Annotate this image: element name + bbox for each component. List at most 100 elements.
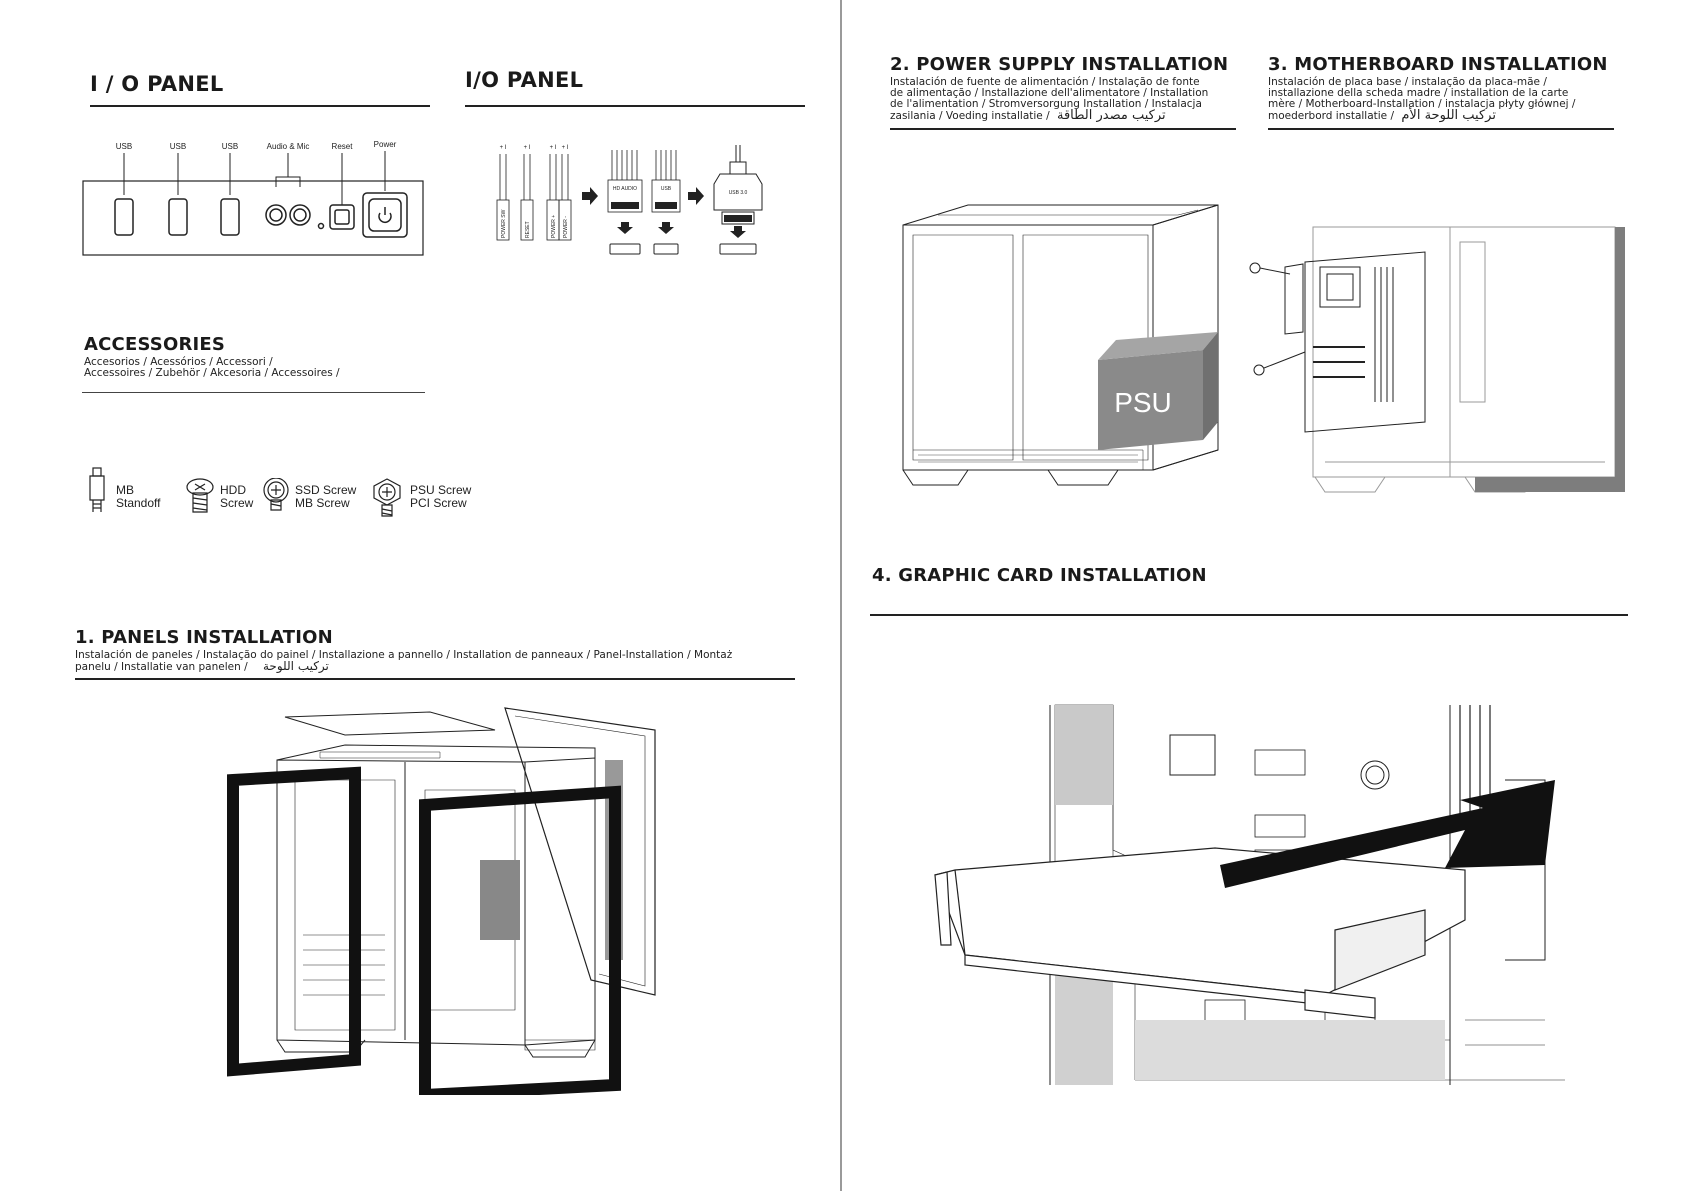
motherboard-subtitle-2: installazione della scheda madre / insta… bbox=[1268, 87, 1569, 99]
case-back-panel bbox=[1475, 227, 1625, 492]
accessories-subtitle-1: Accesorios / Acessórios / Accessori / bbox=[84, 356, 273, 368]
port-label-audio-mic: Audio & Mic bbox=[267, 142, 310, 151]
reset-connector bbox=[520, 199, 534, 241]
panels-installation-diagram bbox=[227, 707, 656, 1095]
usb-port-2 bbox=[168, 198, 188, 236]
power-supply-arabic: تركيب مصدر الطاقة bbox=[1056, 108, 1166, 123]
motherboard bbox=[1284, 251, 1426, 433]
header-label-usb: USB bbox=[661, 186, 672, 192]
down-arrow-icon bbox=[730, 226, 746, 238]
cable-label-power-minus: POWER - bbox=[563, 216, 569, 238]
motherboard-subtitle-1: Instalación de placa base / instalação d… bbox=[1268, 76, 1547, 88]
port-label-reset: Reset bbox=[332, 142, 354, 151]
motherboard-installation-diagram bbox=[1249, 226, 1625, 493]
panels-installation-rule bbox=[75, 678, 795, 680]
pin-label-3: + I bbox=[550, 145, 557, 151]
panels-installation-title: 1. PANELS INSTALLATION bbox=[75, 627, 333, 648]
usb3-plug bbox=[721, 211, 755, 225]
pin-label-4: + I bbox=[562, 145, 569, 151]
psu-label: PSU bbox=[1114, 387, 1172, 418]
accessory-label-line: HDD bbox=[220, 483, 246, 497]
motherboard-subtitle-4: moederbord installatie / تركيب اللوحة ال… bbox=[1268, 108, 1496, 123]
power-minus-connector bbox=[558, 199, 572, 241]
motherboard-subtitle-3: mère / Motherboard-Installation / instal… bbox=[1268, 98, 1576, 110]
hdd-screw-icon bbox=[186, 478, 214, 513]
io-panel-title: I / O PANEL bbox=[90, 72, 224, 96]
pin-label-2: + I bbox=[524, 145, 531, 151]
port-label-power: Power bbox=[374, 140, 397, 149]
panels-installation-subtitle-2: panelu / Installatie van panelen / تركيب… bbox=[75, 659, 329, 674]
io-panel-rule bbox=[90, 105, 430, 107]
hd-audio-connector bbox=[607, 179, 643, 213]
accessory-mb-standoff: MB Standoff bbox=[116, 484, 160, 510]
power-supply-subtitle-2: de alimentação / Installazione dell'alim… bbox=[890, 87, 1209, 99]
accessory-label-line: MB Screw bbox=[295, 496, 350, 510]
accessories-title: ACCESSORIES bbox=[84, 334, 226, 355]
power-supply-subtitle-3: de l'alimentation / Stromversorgung Inst… bbox=[890, 98, 1202, 110]
down-arrow-icon bbox=[617, 222, 633, 234]
power-supply-subtitle-4: zasilania / Voeding installatie / تركيب … bbox=[890, 108, 1166, 123]
mic-jack bbox=[289, 204, 311, 226]
motherboard-arabic: تركيب اللوحة الأم bbox=[1401, 108, 1496, 123]
down-arrow-icon bbox=[658, 222, 674, 234]
accessory-label-line: PCI Screw bbox=[410, 496, 467, 510]
ssd-screw-icon bbox=[263, 478, 289, 511]
front-io-panel-diagram: USB USB USB Audio & Mic Reset Power bbox=[82, 140, 424, 256]
panels-installation-subtitle-text: panelu / Installatie van panelen / bbox=[75, 661, 248, 673]
accessory-label-line: Standoff bbox=[116, 496, 161, 510]
cable-label-power-sw: POWER SW bbox=[501, 209, 507, 238]
accessory-label-line: MB bbox=[116, 483, 134, 497]
usb3-header bbox=[719, 243, 757, 255]
io-panel-connectors-rule bbox=[465, 105, 805, 107]
accessory-label-line: SSD Screw bbox=[295, 483, 357, 497]
power-supply-title: 2. POWER SUPPLY INSTALLATION bbox=[890, 54, 1229, 75]
screw-icon bbox=[1249, 262, 1306, 376]
accessories-subtitle-2: Accessoires / Zubehör / Akcesoria / Acce… bbox=[84, 367, 340, 379]
reset-button bbox=[329, 204, 355, 230]
accessories-list: MB Standoff HDD Screw SSD Screw MB Screw bbox=[84, 466, 494, 517]
panels-installation-subtitle-1: Instalación de paneles / Instalação do p… bbox=[75, 649, 733, 661]
usb2-header bbox=[653, 243, 679, 255]
audio-jack bbox=[265, 204, 287, 226]
psu-unit: PSU bbox=[1098, 332, 1218, 450]
power-button bbox=[362, 192, 408, 238]
cable-label-power-plus: POWER + bbox=[551, 215, 557, 238]
header-label-usb3: USB 3.0 bbox=[729, 190, 748, 196]
port-label-usb-1: USB bbox=[116, 142, 132, 151]
usb-port-3 bbox=[220, 198, 240, 236]
header-label-hd-audio: HD AUDIO bbox=[613, 186, 637, 192]
motherboard-subtitle-text: moederbord installatie / bbox=[1268, 110, 1395, 122]
side-glass-panel bbox=[419, 785, 621, 1095]
panels-installation-arabic: تركيب اللوحة bbox=[262, 659, 329, 673]
accessory-label-line: Screw bbox=[220, 496, 254, 510]
front-panel-cables-diagram: + I + I + I + I POWER SW RESET POWER + P… bbox=[496, 145, 763, 255]
usb-port-1 bbox=[114, 198, 134, 236]
motherboard-title: 3. MOTHERBOARD INSTALLATION bbox=[1268, 54, 1608, 75]
graphics-card bbox=[934, 847, 1466, 1019]
motherboard-rule bbox=[1268, 128, 1614, 130]
power-sw-connector bbox=[496, 199, 510, 241]
accessory-label-line: PSU Screw bbox=[410, 483, 472, 497]
top-panel bbox=[284, 711, 496, 736]
page-divider bbox=[840, 0, 842, 1191]
accessory-hdd-screw: HDD Screw bbox=[220, 484, 253, 510]
graphic-card-title: 4. GRAPHIC CARD INSTALLATION bbox=[872, 565, 1207, 586]
power-supply-rule bbox=[890, 128, 1236, 130]
graphic-card-rule bbox=[870, 614, 1628, 616]
cable-label-reset: RESET bbox=[525, 221, 531, 238]
psu-screw-icon bbox=[373, 478, 401, 517]
usb2-connector bbox=[651, 179, 681, 213]
power-supply-subtitle-1: Instalación de fuente de alimentación / … bbox=[890, 76, 1200, 88]
accessory-psu-screw: PSU Screw PCI Screw bbox=[410, 484, 471, 510]
accessories-rule bbox=[82, 392, 425, 393]
io-panel-connectors-title: I/O PANEL bbox=[465, 68, 584, 92]
graphic-card-installation-diagram bbox=[934, 704, 1565, 1085]
arrow-icons bbox=[582, 187, 704, 205]
psu-installation-diagram: PSU bbox=[902, 204, 1219, 486]
pin-label-1: + I bbox=[500, 145, 507, 151]
port-label-usb-2: USB bbox=[170, 142, 186, 151]
accessory-ssd-screw: SSD Screw MB Screw bbox=[295, 484, 356, 510]
port-label-usb-3: USB bbox=[222, 142, 238, 151]
hd-audio-header bbox=[609, 243, 641, 255]
usb3-connector bbox=[713, 173, 763, 211]
